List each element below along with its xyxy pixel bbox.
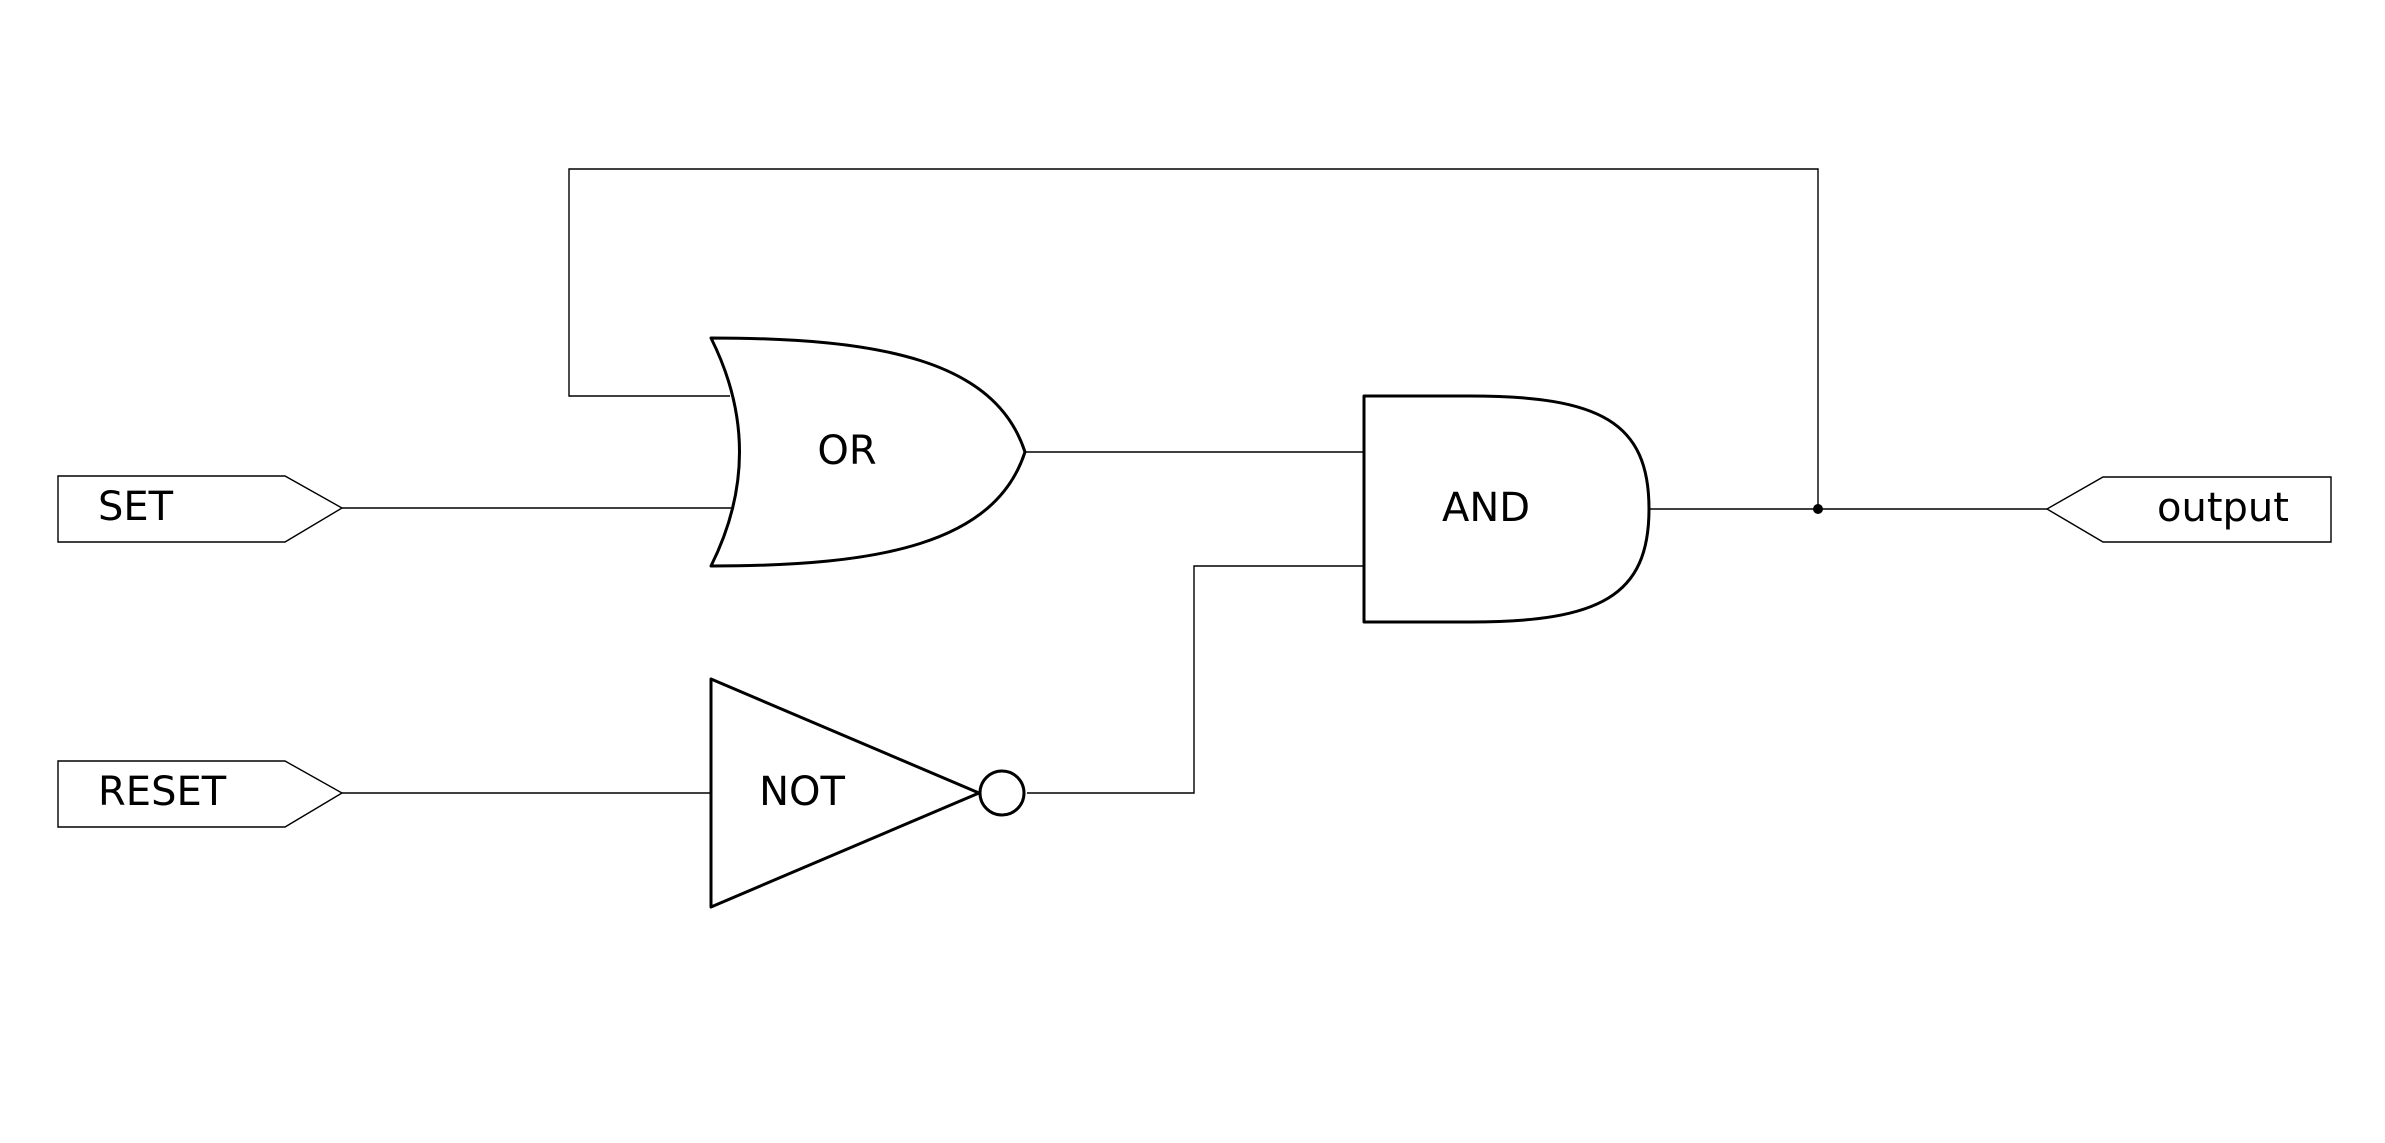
or-gate: OR (709, 336, 1027, 568)
port-output: output (2045, 476, 2332, 543)
port-reset-shape (57, 760, 344, 828)
port-set-shape (57, 475, 344, 543)
wire-not-to-and (1027, 565, 1364, 794)
not-gate-inversion-bubble (978, 769, 1026, 817)
or-gate-shape (709, 336, 1027, 568)
and-gate-shape (1362, 394, 1651, 624)
port-set: SET (57, 475, 344, 543)
wire-feedback-loop (568, 168, 1819, 509)
port-output-label: output (2157, 485, 2289, 531)
port-output-shape (2045, 476, 2332, 543)
wires (342, 168, 2047, 794)
not-gate-label: NOT (759, 769, 845, 815)
port-reset-label: RESET (98, 769, 227, 815)
and-gate: AND (1362, 394, 1651, 624)
port-set-label: SET (98, 484, 174, 530)
not-gate: NOT (709, 677, 1026, 909)
not-gate-shape (709, 677, 981, 909)
port-reset: RESET (57, 760, 344, 828)
wire-junction-dot (1813, 504, 1823, 514)
and-gate-label: AND (1442, 485, 1530, 531)
or-gate-label: OR (817, 428, 876, 474)
